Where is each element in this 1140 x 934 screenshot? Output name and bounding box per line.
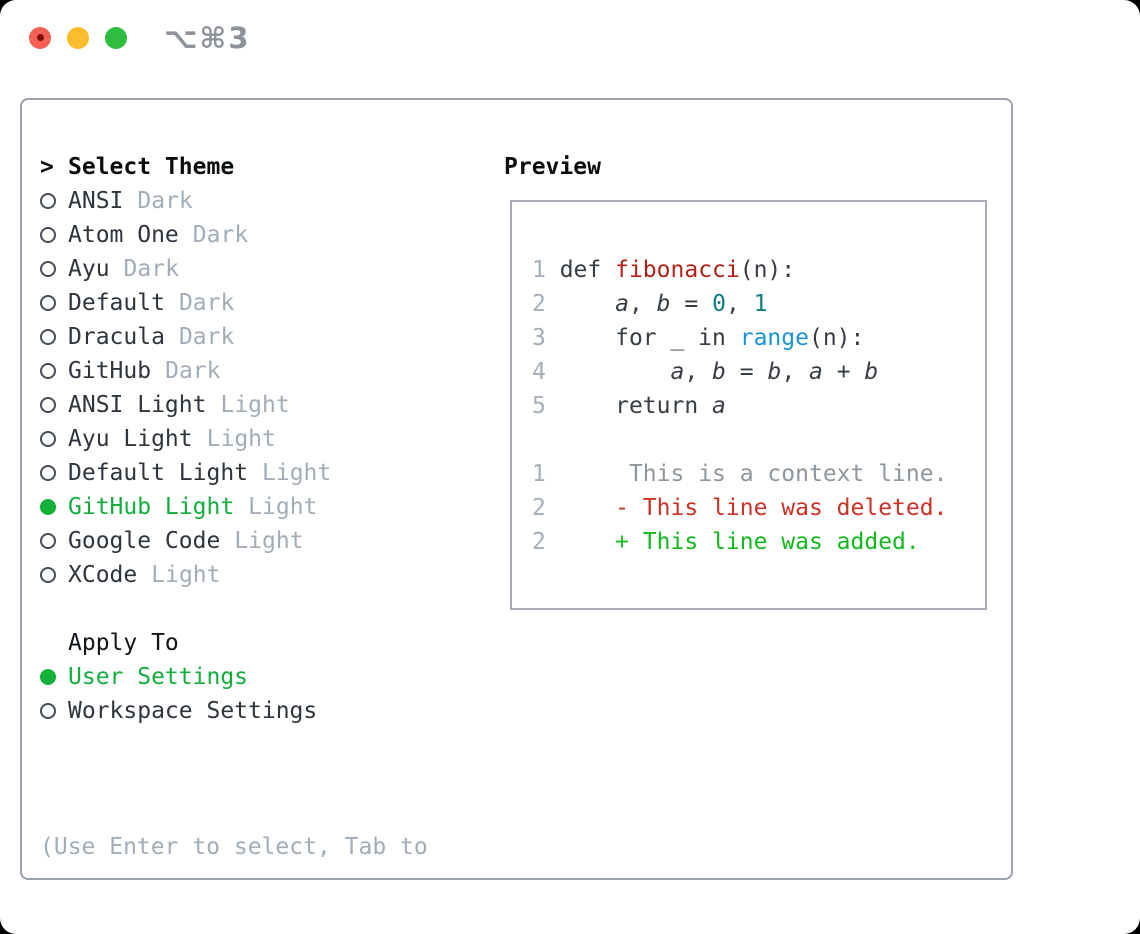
theme-name: ANSI Light (68, 392, 207, 418)
theme-tag: Dark (165, 358, 221, 384)
select-theme-header: > Select Theme (40, 150, 504, 184)
theme-name: Google Code (68, 528, 221, 554)
cursor-icon: > (40, 154, 54, 180)
theme-tag: Dark (192, 222, 249, 248)
radio-icon (40, 397, 56, 413)
select-theme-title: Select Theme (68, 154, 235, 180)
window-titlebar: ⌥⌘3 (0, 0, 1140, 75)
theme-tag: Dark (178, 324, 235, 350)
apply-option-label: Workspace Settings (68, 698, 318, 724)
theme-name: Default Light (68, 460, 249, 486)
theme-name-selected: GitHub Light (68, 494, 235, 520)
theme-tag: Dark (137, 188, 193, 214)
theme-option-xcode[interactable]: XCode Light (40, 558, 504, 592)
code-line: 3 for _ in range(n): (532, 325, 865, 351)
diff-added-line: 2 + This line was added. (532, 529, 920, 555)
theme-option-github-light[interactable]: GitHub Light Light (40, 490, 504, 524)
radio-icon (40, 465, 56, 481)
zoom-button[interactable] (105, 26, 127, 49)
theme-option-google-code[interactable]: Google Code Light (40, 524, 504, 558)
keyboard-hint: (Use Enter to select, Tab to change focu… (40, 762, 504, 934)
blank-line (532, 423, 985, 457)
theme-tag: Light (248, 494, 318, 520)
theme-option-dracula-dark[interactable]: Dracula Dark (40, 320, 504, 354)
radio-icon (40, 193, 56, 209)
code-line: 2 a, b = 0, 1 (532, 291, 768, 317)
code-line: 4 a, b = b, a + b (532, 359, 879, 385)
radio-icon (40, 431, 56, 447)
apply-option-user-settings[interactable]: User Settings (40, 660, 504, 694)
window-title: ⌥⌘3 (164, 20, 251, 55)
radio-icon (40, 363, 56, 379)
theme-tag: Light (220, 392, 290, 418)
preview-title: Preview (504, 154, 601, 180)
radio-selected-icon (40, 669, 56, 685)
theme-option-ayu-dark[interactable]: Ayu Dark (40, 252, 504, 286)
preview-pane: 1 def fibonacci(n): 2 a, b = 0, 1 3 for … (510, 200, 987, 610)
theme-option-ayu-light[interactable]: Ayu Light Light (40, 422, 504, 456)
close-button[interactable] (29, 26, 51, 49)
theme-tag: Light (234, 528, 304, 554)
code-line: 1 def fibonacci(n): (532, 257, 796, 283)
theme-name: ANSI (68, 188, 124, 214)
apply-option-label: User Settings (68, 664, 249, 690)
theme-name: Ayu (68, 256, 110, 282)
radio-icon (40, 261, 56, 277)
theme-option-ansi-dark[interactable]: ANSI Dark (40, 184, 504, 218)
theme-tag: Dark (178, 290, 235, 316)
theme-option-ansi-light[interactable]: ANSI Light Light (40, 388, 504, 422)
theme-name: Ayu Light (68, 426, 193, 452)
theme-name: XCode (68, 562, 138, 588)
theme-tag: Light (262, 460, 332, 486)
radio-icon (40, 703, 56, 719)
radio-icon (40, 295, 56, 311)
theme-name: Default (68, 290, 165, 316)
theme-name: GitHub (68, 358, 152, 384)
theme-tag: Dark (123, 256, 179, 282)
apply-to-section: Apply To User Settings Workspace Setting… (40, 626, 504, 728)
preview-column: Preview 1 def fibonacci(n): 2 a, b = 0, … (504, 150, 1011, 878)
diff-deleted-line: 2 - This line was deleted. (532, 495, 948, 521)
theme-name: Atom One (68, 222, 179, 248)
hint-line-1: (Use Enter to select, Tab to (40, 834, 428, 860)
theme-name: Dracula (68, 324, 165, 350)
code-line: 5 return a (532, 393, 726, 419)
traffic-lights (29, 26, 127, 49)
radio-icon (40, 329, 56, 345)
apply-option-workspace-settings[interactable]: Workspace Settings (40, 694, 504, 728)
apply-to-title: Apply To (68, 630, 179, 656)
apply-to-header: Apply To (40, 626, 504, 660)
radio-icon (40, 567, 56, 583)
theme-tag: Light (206, 426, 276, 452)
radio-selected-icon (40, 499, 56, 515)
minimize-button[interactable] (67, 26, 89, 49)
theme-option-atom-one-dark[interactable]: Atom One Dark (40, 218, 504, 252)
radio-icon (40, 227, 56, 243)
theme-option-default-dark[interactable]: Default Dark (40, 286, 504, 320)
theme-list-column: > Select Theme ANSI Dark Atom One Dark A… (40, 150, 504, 878)
theme-selector-panel: > Select Theme ANSI Dark Atom One Dark A… (20, 98, 1013, 880)
diff-context-line: 1 This is a context line. (532, 461, 948, 487)
theme-option-github-dark[interactable]: GitHub Dark (40, 354, 504, 388)
radio-icon (40, 533, 56, 549)
theme-tag: Light (151, 562, 221, 588)
theme-option-default-light[interactable]: Default Light Light (40, 456, 504, 490)
